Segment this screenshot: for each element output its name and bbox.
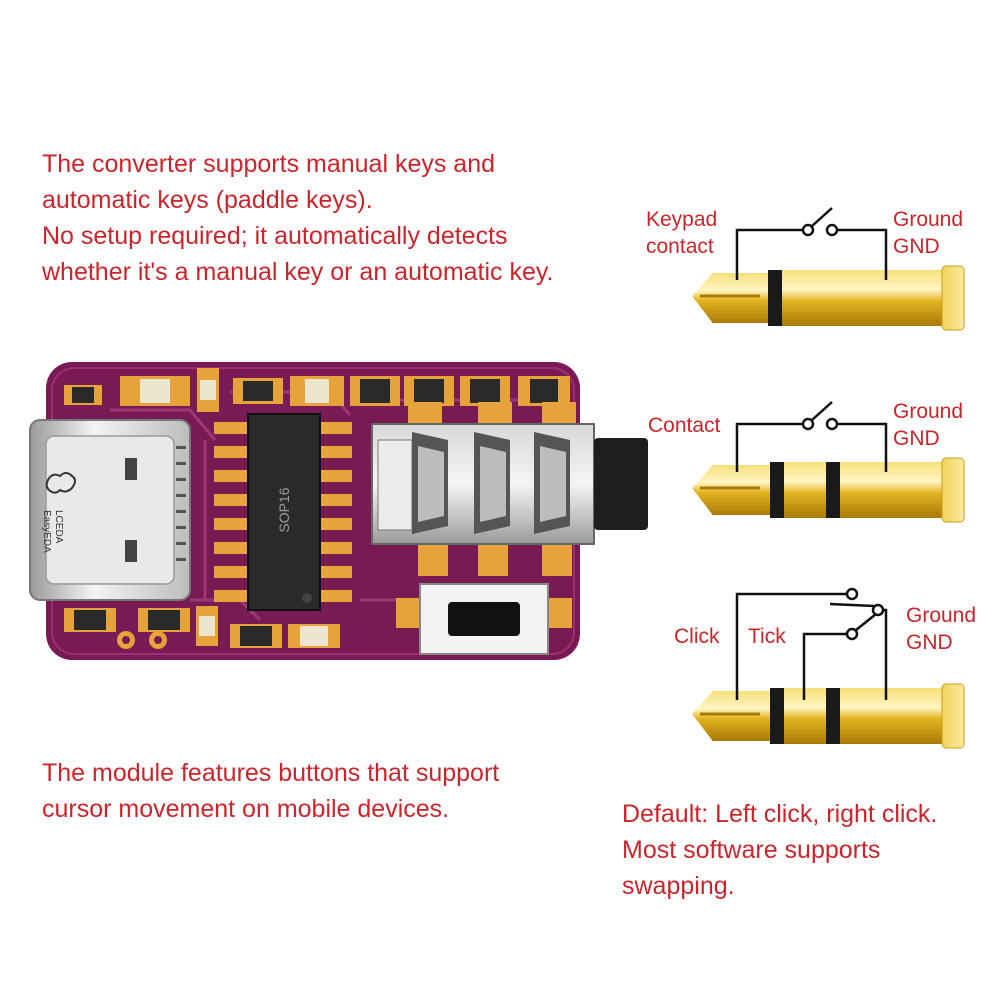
- module-text: The module features buttons that support…: [42, 755, 499, 827]
- plug-3-click-label: Click: [674, 625, 720, 648]
- brand-lceda: LCEDA: [53, 510, 64, 544]
- plug-2-right-line: Ground: [893, 400, 964, 423]
- intro-line: whether it's a manual key or an automati…: [42, 258, 554, 286]
- plug-1-right-label: Ground GND: [893, 206, 963, 260]
- default-line: swapping.: [622, 872, 735, 900]
- plug-2-left-label: Contact: [648, 412, 720, 439]
- default-line: Default: Left click, right click.: [622, 800, 938, 828]
- default-line: Most software supports: [622, 836, 881, 864]
- intro-text: The converter supports manual keys and a…: [42, 146, 554, 290]
- chip-label: SOP16: [276, 487, 292, 532]
- brand-easyeda: EasyEDA: [41, 510, 52, 553]
- smd-components-bottom: [64, 606, 340, 649]
- smd-components-top: [64, 368, 570, 412]
- plug-3-right-label: Ground GND: [906, 602, 976, 656]
- plug-1-right-line: Ground: [893, 208, 964, 231]
- intro-line: automatic keys (paddle keys).: [42, 186, 373, 214]
- plug-3-switch-wires: [735, 587, 888, 700]
- plug-2-right-label: Ground GND: [893, 398, 963, 452]
- module-line: cursor movement on mobile devices.: [42, 795, 450, 823]
- plug-3-right-line: Ground: [906, 604, 977, 627]
- plug-diagram-1: [692, 207, 965, 331]
- plug-3-tick-label: Tick: [748, 625, 786, 648]
- intro-line: No setup required; it automatically dete…: [42, 222, 508, 250]
- intro-line: The converter supports manual keys and: [42, 150, 496, 178]
- easyeda-logo-icon: [45, 472, 76, 494]
- plug-3-right-line: GND: [906, 631, 953, 654]
- audio-jack-socket: [371, 402, 648, 576]
- plug-1-left-line: Keypad: [646, 208, 718, 231]
- plug-1-left-line: contact: [646, 235, 714, 258]
- plug-2-body: [692, 457, 965, 523]
- default-text: Default: Left click, right click. Most s…: [622, 796, 937, 904]
- plug-1-switch-wires: [735, 207, 888, 280]
- module-line: The module features buttons that support: [42, 759, 500, 787]
- plug-1-left-label: Keypad contact: [646, 206, 717, 260]
- plug-2-switch-wires: [735, 401, 888, 472]
- plug-diagram-3: [692, 587, 965, 749]
- sop16-chip: SOP16: [214, 413, 352, 611]
- plug-1-right-line: GND: [893, 235, 940, 258]
- plug-3-body: [692, 683, 965, 749]
- plug-1-body: [692, 265, 965, 331]
- plug-2-right-line: GND: [893, 427, 940, 450]
- plug-2-left-line: Contact: [648, 414, 721, 437]
- plug-diagram-2: [692, 401, 965, 523]
- tactile-button: [396, 583, 572, 655]
